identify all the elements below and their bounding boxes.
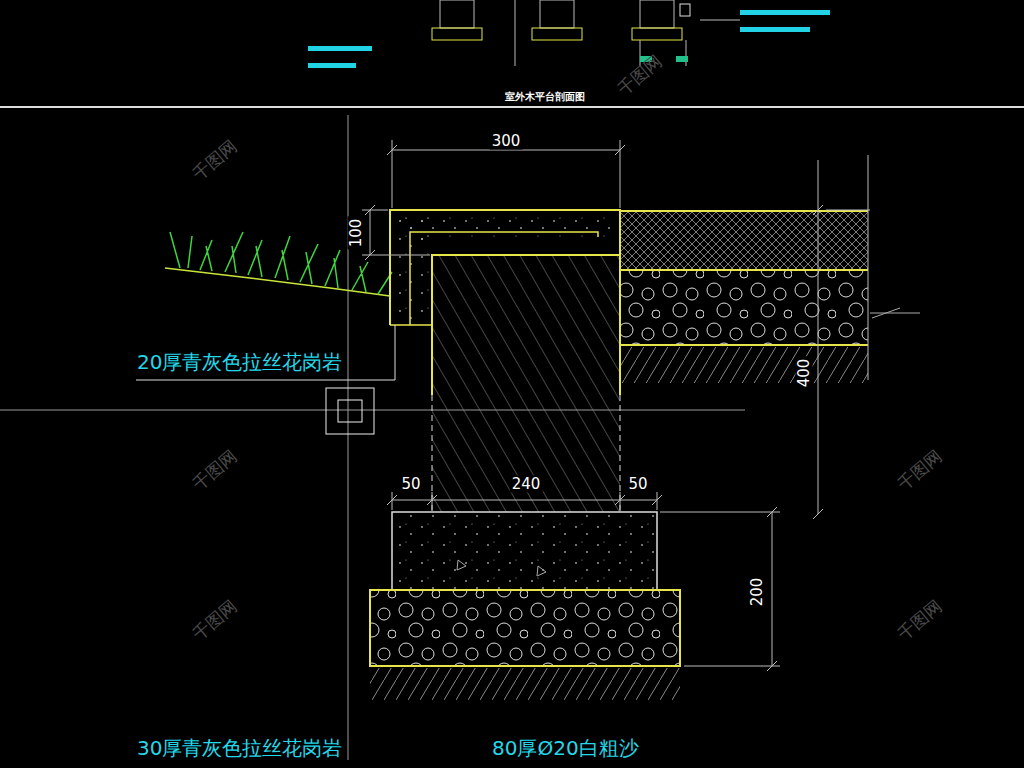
upper-drawing bbox=[0, 0, 1024, 107]
curb-body bbox=[136, 210, 620, 512]
dimension-lines-part bbox=[826, 210, 870, 211]
watermark: 千图网 bbox=[190, 447, 240, 493]
upper-drawing-part bbox=[540, 0, 574, 28]
dimension-lines bbox=[362, 140, 870, 671]
watermark: 千图网 bbox=[615, 52, 665, 98]
watermark: 千图网 bbox=[895, 597, 945, 643]
dimension-lines-part bbox=[818, 160, 819, 514]
curb-body-part bbox=[390, 210, 620, 395]
paving-layers-part bbox=[620, 269, 868, 271]
construction-lines-part bbox=[348, 115, 349, 760]
paving-layers bbox=[620, 155, 920, 383]
curb-body-part bbox=[136, 325, 395, 380]
watermark: 千图网 bbox=[895, 447, 945, 493]
curb-body-part bbox=[410, 232, 598, 325]
dimension: 100 bbox=[348, 217, 365, 250]
paving-layers-part bbox=[868, 155, 869, 380]
material-note: 20厚青灰色拉丝花岗岩 bbox=[137, 352, 342, 372]
dimension-lines-part bbox=[362, 255, 430, 256]
curb-body-part bbox=[390, 324, 432, 326]
upper-drawing-part bbox=[308, 46, 372, 51]
dimension: 200 bbox=[749, 576, 766, 609]
footing-part bbox=[457, 560, 546, 576]
paving-layers-part bbox=[620, 212, 868, 270]
material-note: 80厚Ø20白粗沙 bbox=[492, 738, 639, 758]
upper-drawing-part bbox=[532, 28, 582, 40]
upper-drawing-part bbox=[700, 20, 740, 21]
upper-drawing-part bbox=[740, 27, 810, 32]
footing-part bbox=[370, 590, 680, 666]
dimension-lines-part bbox=[767, 507, 777, 671]
watermark: 千图网 bbox=[190, 137, 240, 183]
upper-drawing-part bbox=[308, 63, 356, 68]
paving-layers-part bbox=[870, 308, 920, 318]
dimension-lines-part bbox=[387, 495, 662, 505]
dimension: 50 bbox=[399, 476, 422, 493]
curb-body-part bbox=[432, 255, 620, 395]
dimension-lines-part bbox=[772, 512, 773, 666]
upper-drawing-part bbox=[515, 0, 516, 66]
dimension-lines-part bbox=[813, 205, 823, 519]
upper-drawing-part bbox=[676, 56, 688, 62]
dimension-lines-part bbox=[362, 210, 388, 211]
footing bbox=[370, 512, 680, 700]
construction-lines-part bbox=[0, 410, 745, 411]
view-title: 室外木平台剖面图 bbox=[505, 92, 585, 102]
dimension: 300 bbox=[490, 133, 523, 150]
material-note: 30厚青灰色拉丝花岗岩 bbox=[137, 738, 342, 758]
construction-lines-part bbox=[326, 388, 374, 434]
dimension-lines-part bbox=[370, 210, 371, 255]
construction-lines-part bbox=[338, 400, 362, 422]
curb-body-part bbox=[432, 395, 620, 512]
dimension: 240 bbox=[510, 476, 543, 493]
paving-layers-part bbox=[620, 347, 868, 383]
curb-body-part bbox=[390, 210, 432, 325]
upper-drawing-part bbox=[432, 28, 482, 40]
dimension-lines-part bbox=[660, 512, 780, 513]
upper-drawing-part bbox=[686, 40, 687, 66]
upper-drawing-part bbox=[632, 28, 682, 40]
footing-part bbox=[370, 668, 680, 700]
paving-layers-part bbox=[620, 270, 868, 345]
upper-drawing-part bbox=[740, 10, 830, 15]
upper-drawing-part bbox=[440, 0, 474, 28]
dimension-lines-part bbox=[684, 666, 780, 667]
dimension-lines-part bbox=[365, 205, 375, 260]
curb-body-part bbox=[432, 255, 620, 512]
upper-drawing-part bbox=[680, 4, 690, 16]
watermark: 千图网 bbox=[190, 597, 240, 643]
footing-part bbox=[392, 512, 657, 590]
dimension: 400 bbox=[796, 357, 813, 390]
upper-drawing-part bbox=[640, 0, 674, 28]
upper-drawing-part bbox=[0, 106, 1024, 108]
dimension-lines-part bbox=[392, 150, 620, 151]
paving-layers-part bbox=[620, 344, 868, 346]
dimension: 50 bbox=[626, 476, 649, 493]
